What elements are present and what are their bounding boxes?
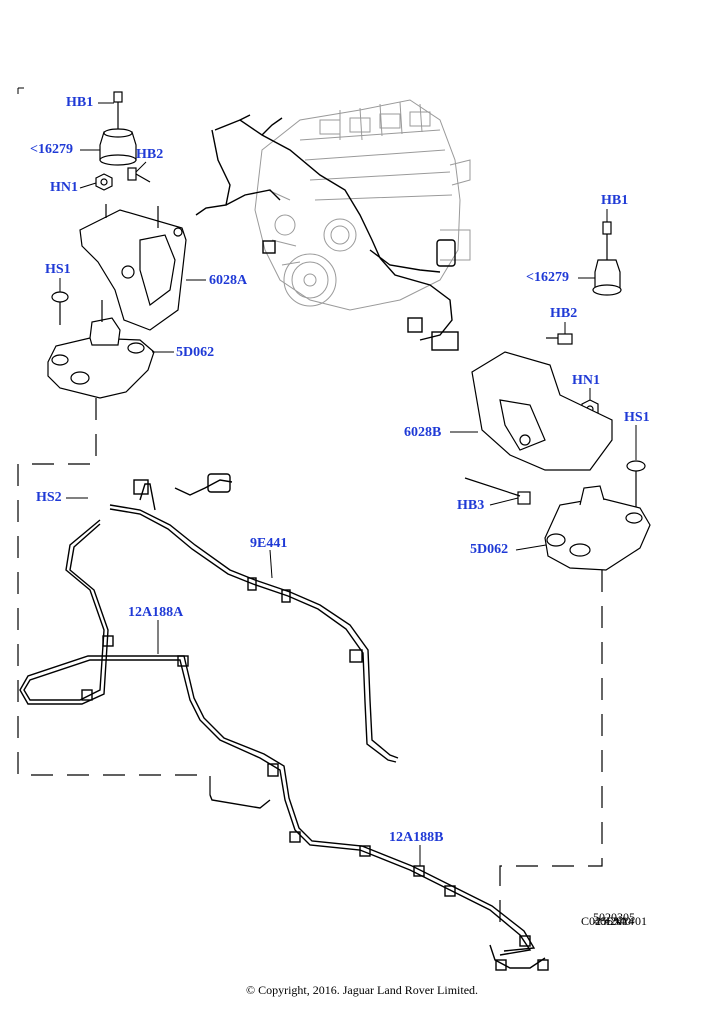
hb2-bolt-left (127, 167, 137, 181)
reference-line-4: C0256340-01 (581, 914, 647, 928)
hb1-bolt-right (602, 221, 612, 235)
reference-line-3: LX (606, 914, 622, 928)
hb2-bolt-right (557, 333, 573, 345)
hs1-stud-left (51, 291, 69, 303)
hb1-bolt-left (113, 91, 123, 103)
corner-mark (17, 87, 24, 94)
label-hn1-left: HN1 (50, 180, 78, 195)
lower-pipes-and-harness (19, 473, 549, 971)
right-mount-group (464, 221, 651, 571)
label-hb2-left: HB2 (136, 147, 164, 162)
label-5d062-right: 5D062 (470, 542, 509, 557)
left-mount-group (47, 91, 187, 399)
leader-lines (59, 102, 637, 866)
hs1-stud-right (626, 460, 646, 472)
engine-harness (195, 114, 459, 351)
label-hs2: HS2 (36, 490, 62, 505)
hb3-bolt (517, 491, 531, 505)
label-hb2-right: HB2 (550, 306, 578, 321)
label-hn1-right: HN1 (572, 373, 600, 388)
label-hs1-left: HS1 (45, 262, 71, 277)
label-12a188a: 12A188A (128, 605, 184, 620)
label-hb1-left: HB1 (66, 95, 94, 110)
label-9e441: 9E441 (250, 536, 288, 551)
label-hs1-right: HS1 (624, 410, 650, 425)
bracket-6028b (471, 351, 613, 471)
lower-mount-right (544, 497, 651, 571)
label-16279-right: <16279 (526, 270, 569, 285)
label-hb3: HB3 (457, 498, 485, 513)
reference-line-1: 5020305 (593, 910, 635, 924)
engine-illustration (254, 99, 471, 311)
label-6028a: 6028A (209, 273, 248, 288)
label-16279-left: <16279 (30, 142, 73, 157)
label-hb1-right: HB1 (601, 193, 629, 208)
reference-line-2: 40-2014 (594, 914, 634, 928)
label-6028b: 6028B (404, 425, 442, 440)
copyright-notice: © Copyright, 2016. Jaguar Land Rover Lim… (245, 983, 479, 997)
dashed-grouping-lines (17, 398, 603, 935)
label-5d062-left: 5D062 (176, 345, 215, 360)
label-12a188b: 12A188B (389, 830, 444, 845)
